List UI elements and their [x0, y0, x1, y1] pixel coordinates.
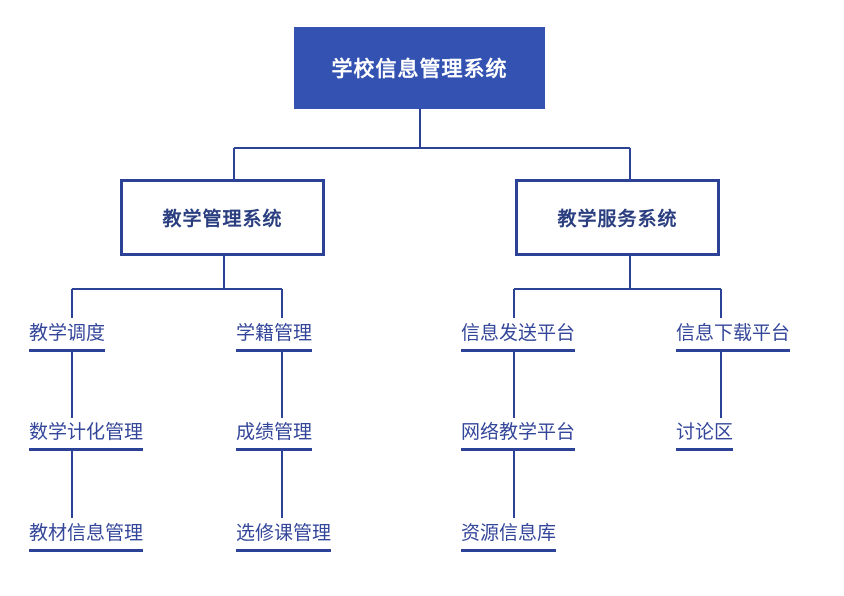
leaf-node: 学籍管理 [236, 321, 313, 352]
branch-node-teaching-service: 教学服务系统 [515, 179, 720, 256]
leaf-node: 选修课管理 [236, 521, 332, 552]
leaf-node: 数学计化管理 [29, 420, 144, 451]
connector-branch-right [513, 256, 722, 318]
leaf-node: 信息发送平台 [461, 321, 576, 352]
leaf-node: 教学调度 [29, 321, 106, 352]
leaf-node: 教材信息管理 [29, 521, 144, 552]
leaf-node: 资源信息库 [461, 521, 557, 552]
branch-node-teaching-management: 教学管理系统 [120, 179, 325, 256]
connector-branch-left [71, 256, 283, 318]
leaf-node: 成绩管理 [236, 420, 313, 451]
leaf-node: 讨论区 [676, 420, 734, 451]
leaf-node: 网络教学平台 [461, 420, 576, 451]
root-node: 学校信息管理系统 [294, 27, 545, 109]
leaf-node: 信息下载平台 [676, 321, 791, 352]
connector-root [233, 109, 631, 179]
